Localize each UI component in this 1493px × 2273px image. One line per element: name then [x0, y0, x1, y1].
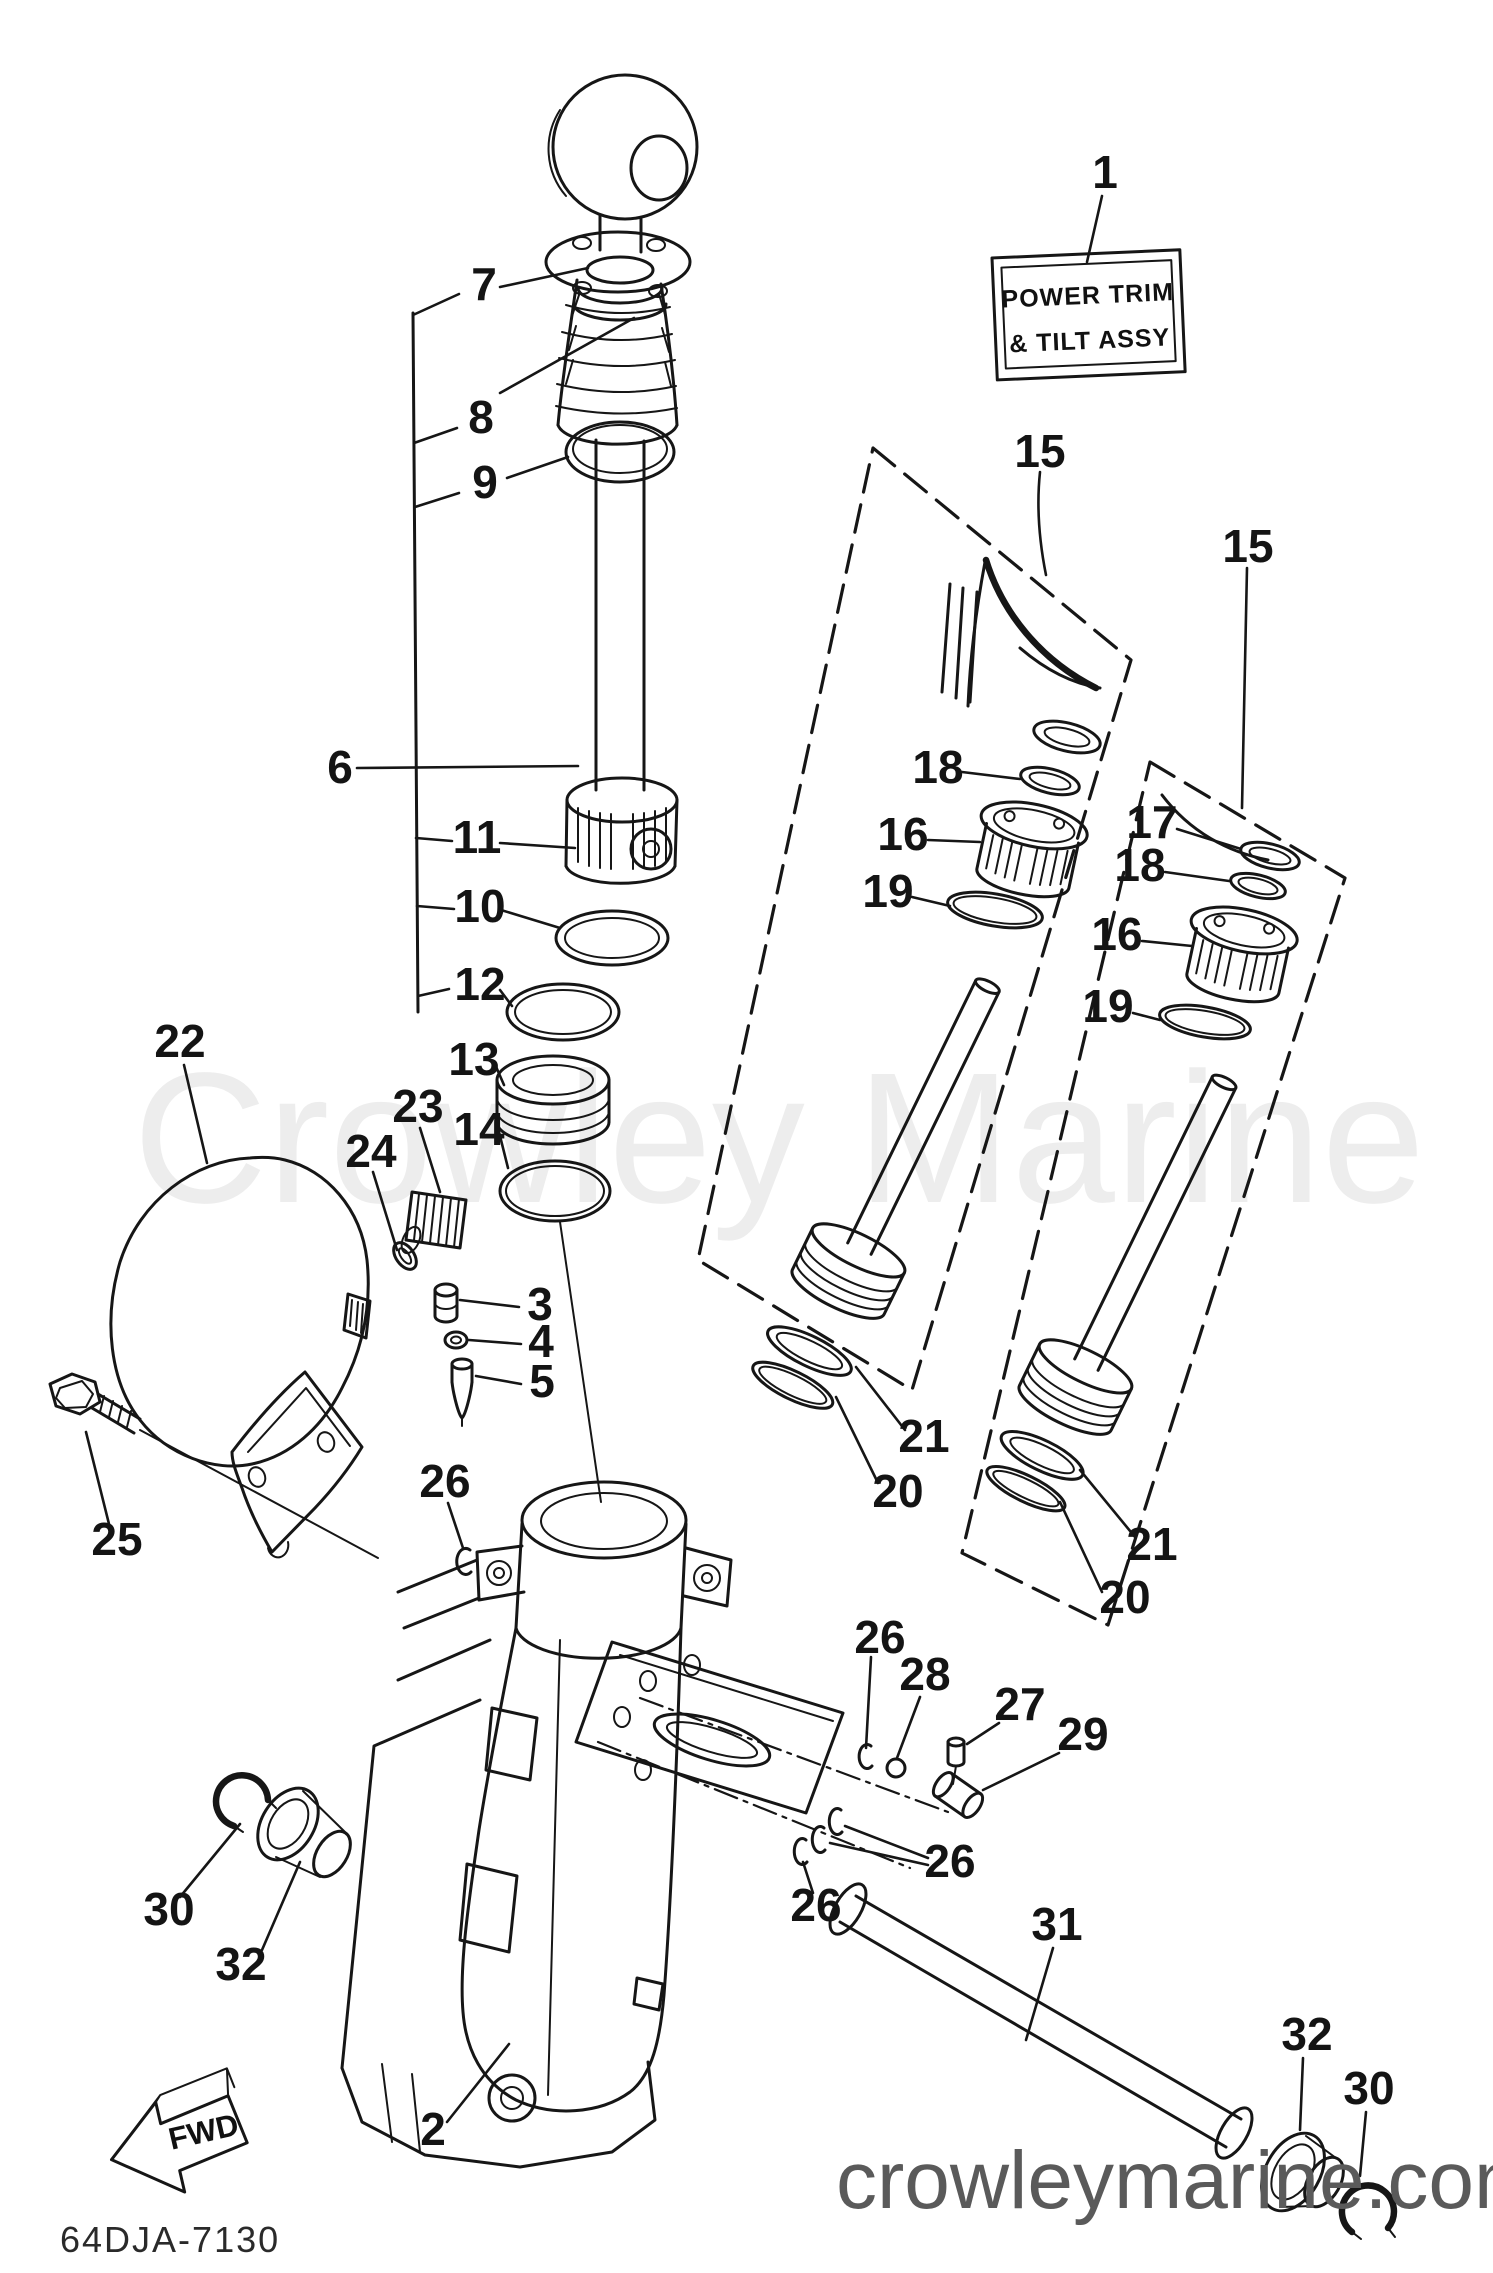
watermark-text: Crowley Marine — [133, 1035, 1425, 1242]
rubber-boot — [555, 278, 679, 446]
seal-21-right — [999, 1430, 1085, 1481]
callout-1: 1 — [1092, 146, 1118, 198]
oil-seal-13 — [495, 1054, 611, 1146]
o-ring-19-left — [946, 890, 1044, 930]
callout-15a: 15 — [1014, 425, 1065, 477]
cylinder-end-screw-11 — [564, 776, 679, 885]
bushing-32-right — [1260, 2131, 1345, 2213]
callout-27: 27 — [994, 1678, 1045, 1730]
callout-7: 7 — [471, 258, 497, 310]
callout-23: 23 — [392, 1080, 443, 1132]
trim-rod-right — [985, 1073, 1238, 1513]
trim-cylinder-left — [751, 556, 1102, 1410]
pin-27 — [946, 1736, 966, 1785]
trim-cylinder-box-right — [960, 760, 1347, 1627]
tilt-rod-eye — [547, 73, 699, 221]
fwd-arrow-icon: FWD — [109, 2067, 249, 2194]
callout-numbers: 1 7 8 9 6 11 10 12 13 14 22 23 24 3 4 5 … — [91, 146, 1394, 2155]
callout-16a: 16 — [877, 808, 928, 860]
callout-19a: 19 — [862, 865, 913, 917]
stern-plate — [574, 1640, 950, 1870]
title-label-box: POWER TRIM & TILT ASSY — [990, 248, 1187, 382]
bearing-23 — [400, 1190, 468, 1255]
trim-rod-left — [751, 977, 1001, 1410]
backup-ring-12 — [505, 982, 621, 1042]
washer-10 — [554, 909, 670, 967]
callout-11: 11 — [453, 811, 502, 863]
callout-6: 6 — [327, 741, 353, 793]
trim-end-screw-16-left — [975, 800, 1089, 899]
ring-28 — [885, 1757, 907, 1779]
callout-21a: 21 — [898, 1410, 949, 1462]
callout-8: 8 — [468, 391, 494, 443]
callout-32b: 32 — [1281, 2008, 1332, 2060]
snap-ring-30-right — [1338, 2182, 1398, 2240]
part-code: 64DJA-7130 — [60, 2219, 280, 2260]
bolt-25 — [48, 1372, 379, 1559]
callout-15b: 15 — [1222, 520, 1273, 572]
callout-26c: 26 — [924, 1835, 975, 1887]
clip-26-left — [455, 1546, 473, 1576]
callout-32a: 32 — [215, 1938, 266, 1990]
trim-cylinder-box-left — [696, 446, 1133, 1392]
main-housing — [340, 1480, 733, 2169]
callout-2: 2 — [420, 2103, 446, 2155]
callout-22: 22 — [154, 1015, 205, 1067]
seal-18-right — [1229, 871, 1287, 901]
callout-18b: 18 — [1114, 839, 1165, 891]
callout-leaders — [84, 194, 1368, 2178]
callout-30b: 30 — [1343, 2062, 1394, 2114]
cap-bracket — [230, 1370, 364, 1559]
callout-10: 10 — [454, 880, 505, 932]
seal-18-left — [1019, 765, 1081, 797]
callout-5: 5 — [529, 1355, 555, 1407]
callout-29: 29 — [1057, 1708, 1108, 1760]
callout-24: 24 — [345, 1125, 397, 1177]
callout-21b: 21 — [1126, 1518, 1177, 1570]
bushing-32-left — [256, 1786, 352, 1879]
callout-17: 17 — [1126, 796, 1177, 848]
clip-26-pair — [810, 1807, 844, 1854]
callout-26d: 26 — [790, 1879, 841, 1931]
clip-26-bottom — [792, 1837, 809, 1866]
pin-29 — [931, 1771, 985, 1819]
callout-12: 12 — [454, 958, 505, 1010]
callout-3: 3 — [527, 1278, 553, 1330]
seal-21-left — [766, 1325, 853, 1377]
reservoir-cap-22 — [109, 1155, 372, 1468]
callout-14: 14 — [453, 1103, 505, 1155]
callout-31: 31 — [1031, 1898, 1082, 1950]
callout-4: 4 — [528, 1315, 554, 1367]
title-line-1: POWER TRIM — [1001, 278, 1175, 313]
site-watermark: crowleymarine.com — [836, 2135, 1493, 2226]
o-ring-19-right — [1158, 1003, 1252, 1041]
trim-end-screw-16-right — [1185, 905, 1299, 1004]
valve-pin-3 — [433, 1282, 459, 1324]
callout-28: 28 — [899, 1648, 950, 1700]
title-line-2: & TILT ASSY — [1009, 323, 1171, 358]
callout-19b: 19 — [1082, 980, 1133, 1032]
valve-needle-5 — [450, 1357, 474, 1427]
seal-20-right — [985, 1464, 1067, 1513]
callout-18a: 18 — [912, 741, 963, 793]
callout-26a: 26 — [419, 1455, 470, 1507]
tilt-pin-31 — [828, 1882, 1254, 2160]
damper-ring-9 — [564, 420, 676, 484]
callout-30a: 30 — [143, 1883, 194, 1935]
trim-cylinder-right — [985, 793, 1301, 1513]
callout-9: 9 — [472, 456, 498, 508]
valve-ring-4 — [443, 1330, 469, 1350]
snap-ring-30-left — [212, 1772, 277, 1833]
callout-13: 13 — [448, 1033, 499, 1085]
callout-20b: 20 — [1099, 1571, 1150, 1623]
callout-25: 25 — [91, 1513, 142, 1565]
seal-20-left — [751, 1360, 835, 1410]
callout-26b: 26 — [854, 1611, 905, 1663]
tilt-rod — [594, 438, 646, 792]
callout-16b: 16 — [1091, 908, 1142, 960]
mounting-flange — [544, 230, 692, 298]
o-ring-14 — [498, 1159, 612, 1503]
callout-20a: 20 — [872, 1465, 923, 1517]
